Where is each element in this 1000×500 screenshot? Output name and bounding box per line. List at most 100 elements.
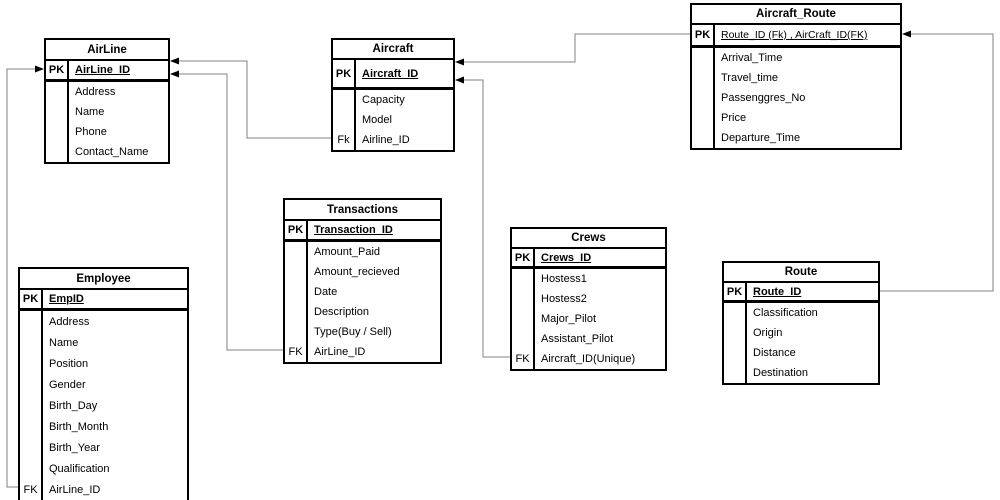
field-name: Price (721, 112, 747, 124)
pk-field: AirLine_ID (75, 64, 131, 76)
pk-field: EmpID (49, 293, 84, 305)
key-badge (512, 309, 535, 329)
key-badge (20, 437, 43, 458)
pk-field: Route_ID (753, 285, 802, 298)
field-row: Amount_Paid (285, 242, 440, 262)
field-row: Name (46, 102, 168, 122)
key-badge (692, 128, 715, 148)
key-badge: FK (20, 479, 43, 500)
field-name: Major_Pilot (541, 313, 597, 325)
field-row: Capacity (333, 90, 453, 110)
entity-table-aircraft: Aircraft PK Aircraft_ID Capacity Model F… (331, 38, 455, 152)
field-row: FK AirLine_ID (285, 342, 440, 362)
pk-field: Transaction_ID (314, 224, 393, 236)
field-name: Classification (753, 307, 818, 319)
entity-table-transactions: Transactions PK Transaction_ID Amount_Pa… (283, 198, 442, 364)
key-badge (512, 269, 535, 289)
field-name: Amount_recieved (314, 266, 400, 278)
field-row: Hostess1 (512, 269, 665, 289)
pk-badge: PK (333, 60, 356, 87)
key-badge (724, 343, 747, 363)
pk-row: PK Route_ID (724, 283, 878, 303)
pk-field: Route_ID (Fk) , AirCraft_ID(FK) (721, 29, 868, 41)
key-badge (724, 363, 747, 383)
relationship-line (455, 33, 690, 66)
key-badge (285, 322, 308, 342)
table-title: Transactions (285, 200, 440, 221)
field-name: Distance (753, 347, 796, 359)
key-badge (20, 458, 43, 479)
key-badge (285, 302, 308, 322)
table-title: Aircraft (333, 40, 453, 60)
field-row: Date (285, 282, 440, 302)
pk-row: PK Route_ID (Fk) , AirCraft_ID(FK) (692, 25, 900, 48)
relationship-line (170, 70, 283, 351)
field-name: Passenggres_No (721, 92, 806, 104)
key-badge: FK (512, 349, 535, 369)
field-name: Capacity (362, 94, 405, 106)
key-badge (512, 289, 535, 309)
field-name: AirLine_ID (49, 483, 101, 496)
field-row: Origin (724, 323, 878, 343)
pk-badge: PK (20, 290, 43, 308)
field-row: Qualification (20, 458, 187, 479)
entity-table-route: Route PK Route_ID Classification Origin … (722, 261, 880, 385)
pk-badge: PK (692, 25, 715, 45)
table-title: Aircraft_Route (692, 5, 900, 25)
field-name: Assistant_Pilot (541, 333, 614, 345)
key-badge (724, 323, 747, 343)
field-row: Contact_Name (46, 142, 168, 162)
field-row: Position (20, 353, 187, 374)
field-row: Major_Pilot (512, 309, 665, 329)
key-badge (724, 303, 747, 323)
field-row: Distance (724, 343, 878, 363)
field-name: Qualification (49, 462, 110, 475)
field-name: Type(Buy / Sell) (314, 326, 392, 338)
entity-table-airline: AirLine PK AirLine_ID Address Name Phone… (44, 38, 170, 164)
key-badge (20, 395, 43, 416)
field-row: Birth_Year (20, 437, 187, 458)
key-badge: FK (285, 342, 308, 362)
field-name: Birth_Year (49, 441, 100, 454)
field-name: Gender (49, 378, 86, 391)
key-badge (46, 142, 69, 162)
pk-badge: PK (46, 61, 69, 79)
key-badge (333, 90, 356, 110)
field-name: Address (75, 86, 116, 98)
field-name: Date (314, 286, 338, 298)
field-name: Airline_ID (362, 134, 410, 146)
field-row: FK AirLine_ID (20, 479, 187, 500)
field-row: Birth_Day (20, 395, 187, 416)
field-row: Name (20, 332, 187, 353)
field-row: Arrival_Time (692, 48, 900, 68)
key-badge (285, 262, 308, 282)
relationship-line (170, 57, 331, 139)
field-row: Address (20, 311, 187, 332)
key-badge (285, 242, 308, 262)
table-title: Crews (512, 229, 665, 249)
key-badge (285, 282, 308, 302)
field-row: Hostess2 (512, 289, 665, 309)
relationship-line (455, 76, 510, 358)
field-row: Destination (724, 363, 878, 383)
key-badge (692, 48, 715, 68)
field-row: Birth_Month (20, 416, 187, 437)
relationship-line (6, 65, 44, 488)
key-badge (333, 110, 356, 130)
key-badge (512, 329, 535, 349)
field-name: Description (314, 306, 370, 318)
field-name: AirLine_ID (314, 346, 366, 358)
field-row: Classification (724, 303, 878, 323)
pk-field: Crews_ID (541, 251, 592, 264)
key-badge (692, 88, 715, 108)
field-name: Hostess1 (541, 273, 587, 285)
pk-badge: PK (512, 249, 535, 266)
field-name: Arrival_Time (721, 52, 783, 64)
field-name: Birth_Month (49, 420, 109, 433)
table-title: Route (724, 263, 878, 283)
key-badge (20, 332, 43, 353)
key-badge (46, 102, 69, 122)
entity-table-crews: Crews PK Crews_ID Hostess1 Hostess2 Majo… (510, 227, 667, 371)
field-row: Assistant_Pilot (512, 329, 665, 349)
field-name: Name (75, 106, 105, 118)
